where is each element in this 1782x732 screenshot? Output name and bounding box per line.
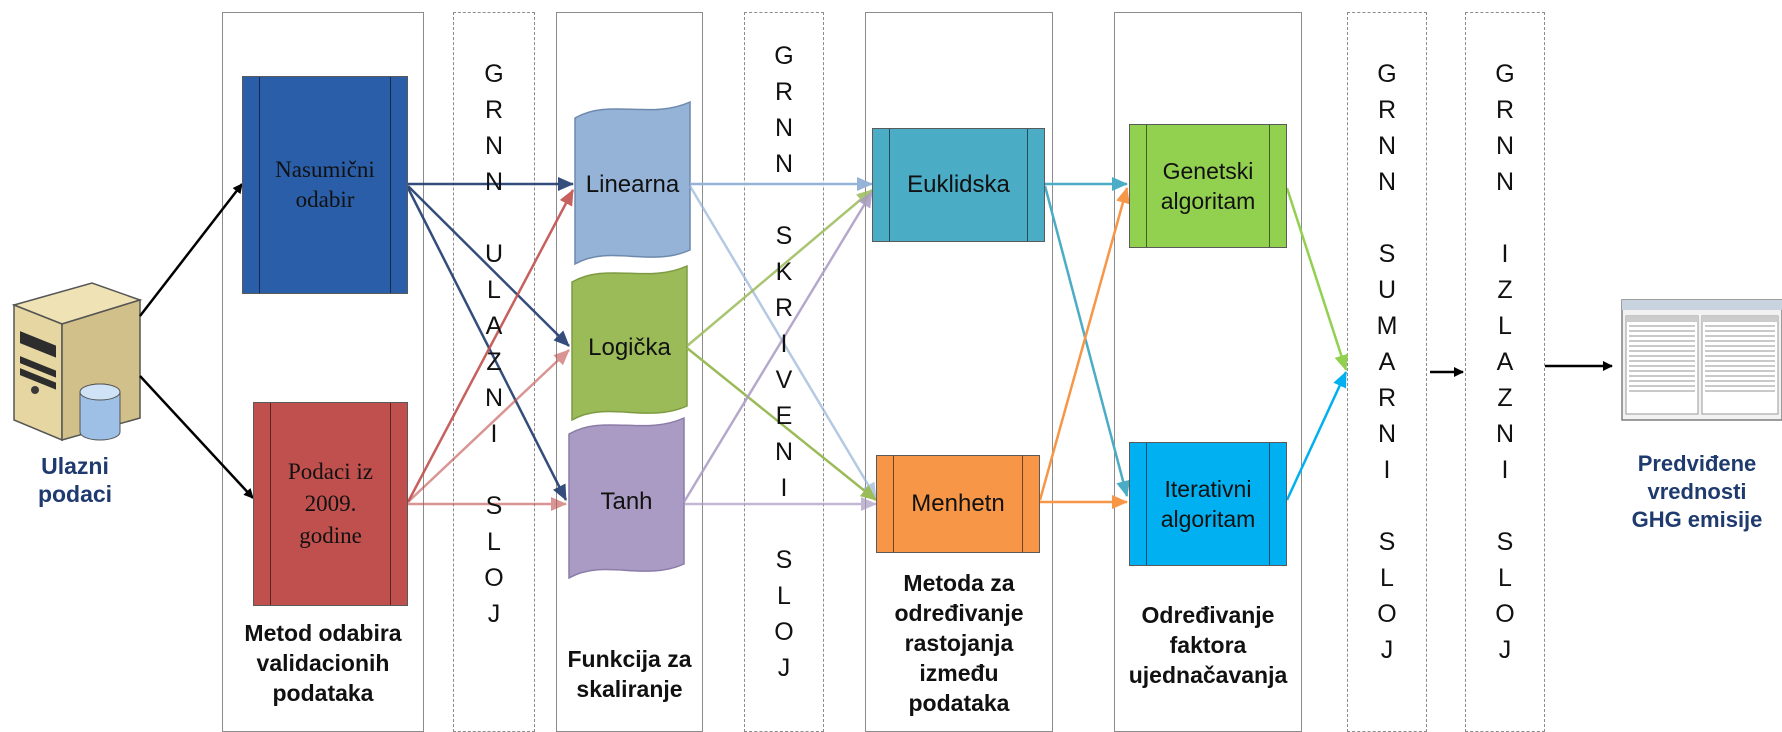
output-label: Predviđene vrednosti GHG emisije xyxy=(1631,451,1763,532)
distance-caption: Metoda za određivanje rastojanja između … xyxy=(894,570,1024,716)
input-label: Ulazni podaci xyxy=(37,453,113,507)
logicka-label: Logička xyxy=(588,334,671,361)
iterativni-algoritam-box: Iterativni algoritam xyxy=(1129,442,1287,566)
tanh-label: Tanh xyxy=(600,488,653,515)
linearna-shape xyxy=(574,100,691,266)
tanh-shape xyxy=(568,416,685,580)
linearna-label: Linearna xyxy=(585,171,680,198)
podaci-2009-box: Podaci iz 2009. godine xyxy=(253,402,408,606)
euklidska-box: Euklidska xyxy=(872,128,1045,242)
summation-layer-label: G R N N S U M A R N I S L O J xyxy=(1376,60,1398,664)
genetski-algoritam-box: Genetski algoritam xyxy=(1129,124,1287,248)
spreadsheet-screenshot-icon xyxy=(1621,299,1782,421)
nasumicni-odabir-box: Nasumični odabir xyxy=(242,76,408,294)
database-server-icon xyxy=(11,282,143,442)
validation-caption: Metod odabira validacionih podataka xyxy=(244,620,402,706)
genetski-algoritam-label: Genetski algoritam xyxy=(1160,158,1256,214)
menhetn-label: Menhetn xyxy=(911,490,1005,517)
scaling-caption: Funkcija za skaliranje xyxy=(567,646,692,702)
nasumicni-odabir-label: Nasumični odabir xyxy=(275,157,375,212)
podaci-2009-label: Podaci iz 2009. godine xyxy=(288,459,373,548)
menhetn-box: Menhetn xyxy=(876,455,1040,553)
hidden-layer-label: G R N N S K R I V E N I S L O J xyxy=(774,42,794,682)
input-layer-label: G R N N U L A Z N I S L O J xyxy=(484,60,504,628)
logicka-shape xyxy=(571,264,688,422)
smoothing-caption: Određivanje faktora ujednačavanja xyxy=(1128,602,1288,688)
output-layer-label: G R N N I Z L A Z N I S L O J xyxy=(1495,60,1515,664)
iterativni-algoritam-label: Iterativni algoritam xyxy=(1160,476,1256,532)
euklidska-label: Euklidska xyxy=(907,171,1010,198)
